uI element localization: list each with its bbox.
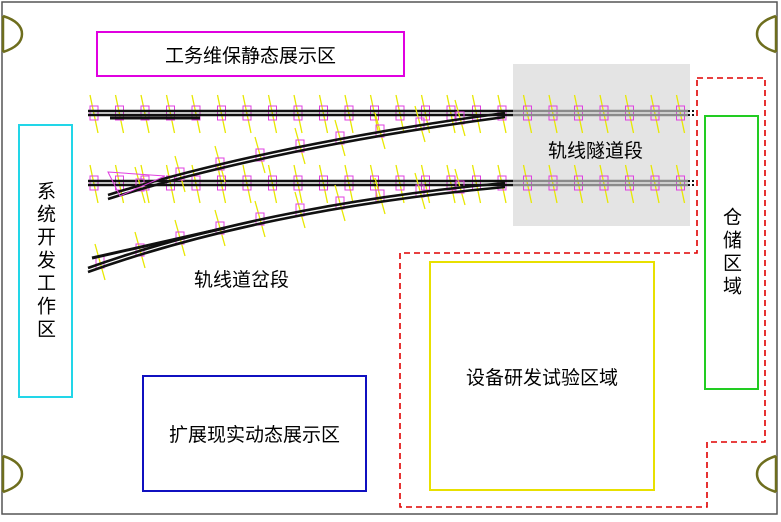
track-sleeper bbox=[94, 243, 106, 281]
rnd-test-zone: 设备研发试验区域 bbox=[429, 261, 655, 491]
door-arch-icon bbox=[1, 14, 24, 54]
tunnel-section-area bbox=[513, 64, 690, 226]
static-display-zone: 工务维保静态展示区 bbox=[96, 31, 405, 77]
rail-clip bbox=[217, 105, 226, 121]
rail-clip bbox=[293, 105, 303, 121]
rail-clip bbox=[395, 175, 405, 191]
rail-clip bbox=[319, 175, 328, 191]
rail-clip bbox=[574, 105, 583, 121]
rail-clip bbox=[446, 175, 456, 191]
extended-display-label: 扩展现实动态展示区 bbox=[168, 424, 340, 446]
rail-clip bbox=[395, 105, 405, 121]
tunnel-section-label: 轨线隧道段 bbox=[548, 140, 644, 162]
rail-clip bbox=[625, 105, 634, 121]
rail-clip bbox=[344, 175, 354, 191]
rail-clip bbox=[548, 175, 558, 191]
rail-line bbox=[87, 185, 506, 274]
door-arch-icon bbox=[755, 454, 778, 494]
rail-clip bbox=[191, 175, 201, 191]
rail-clip bbox=[217, 175, 226, 191]
track-sleeper bbox=[294, 191, 306, 229]
rail-clip bbox=[115, 175, 124, 191]
frog-outline bbox=[107, 171, 166, 197]
rail-clip bbox=[599, 175, 609, 191]
rail-line bbox=[107, 115, 506, 201]
rail-clip bbox=[344, 105, 354, 121]
rail-clip bbox=[370, 105, 379, 121]
rail-clip bbox=[574, 175, 583, 191]
rail-line bbox=[87, 181, 506, 270]
railway-tracks bbox=[87, 94, 696, 281]
door-arch-icon bbox=[1, 454, 24, 494]
rail-clip bbox=[191, 105, 201, 121]
rail-clip bbox=[650, 175, 660, 191]
rail-clip bbox=[89, 175, 99, 191]
storage-zone: 仓储区域 bbox=[704, 115, 759, 390]
dashed-boundary bbox=[399, 77, 766, 508]
storage-label: 仓储区域 bbox=[720, 206, 742, 299]
rail-clip bbox=[268, 175, 277, 191]
rail-clip bbox=[319, 105, 328, 121]
rail-clip bbox=[676, 175, 685, 191]
rail-clip bbox=[242, 175, 252, 191]
switch-blade bbox=[91, 226, 226, 260]
rail-clip bbox=[676, 105, 685, 121]
rail-clip bbox=[650, 105, 660, 121]
rail-clip bbox=[421, 105, 430, 121]
rail-clip bbox=[115, 105, 124, 121]
rail-clip bbox=[523, 105, 532, 121]
rail-clip bbox=[268, 105, 277, 121]
rail-clip bbox=[523, 175, 532, 191]
rail-clip bbox=[166, 105, 175, 121]
door-arch-icon bbox=[755, 14, 778, 54]
rail-clip bbox=[242, 105, 252, 121]
track-sleeper bbox=[374, 177, 386, 215]
rail-clip bbox=[89, 105, 99, 121]
turnout-section-label: 轨线道岔段 bbox=[194, 269, 290, 291]
rail-line bbox=[107, 111, 506, 197]
system-dev-zone: 系统开发工作区 bbox=[18, 124, 73, 398]
rail-clip bbox=[421, 175, 430, 191]
rail-clip bbox=[293, 175, 303, 191]
rail-clip bbox=[625, 175, 634, 191]
rail-clip bbox=[599, 105, 609, 121]
rail-clip bbox=[548, 105, 558, 121]
rail-clip bbox=[370, 175, 379, 191]
system-dev-label: 系统开发工作区 bbox=[34, 180, 56, 342]
static-display-label: 工务维保静态展示区 bbox=[164, 44, 336, 67]
extended-display-zone: 扩展现实动态展示区 bbox=[142, 375, 367, 492]
rail-clip bbox=[140, 105, 150, 121]
rnd-test-label: 设备研发试验区域 bbox=[465, 366, 618, 389]
room-outline bbox=[1, 1, 778, 515]
